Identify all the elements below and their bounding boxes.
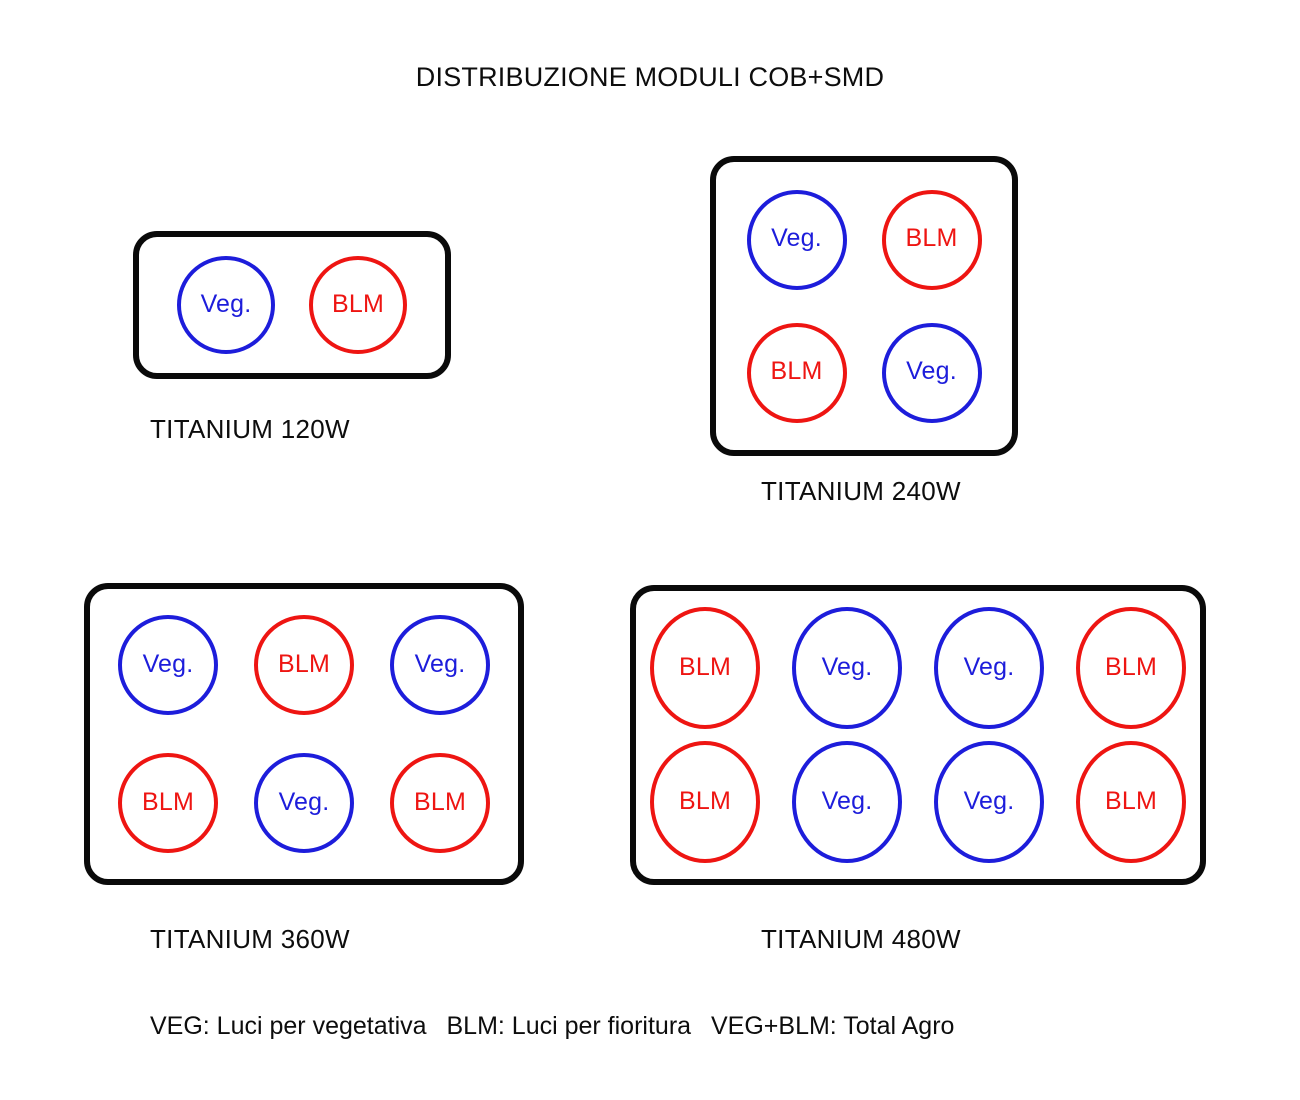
- module-label: BLM: [413, 787, 466, 816]
- module-label: BLM: [331, 289, 384, 318]
- module-blm: BLM: [309, 256, 407, 354]
- fixture-panel-120w: Veg. BLM: [133, 231, 451, 379]
- legend: VEG: Luci per vegetativa BLM: Luci per f…: [150, 1012, 954, 1041]
- legend-item-total-agro: VEG+BLM: Total Agro: [711, 1012, 955, 1040]
- panel-caption-480w: TITANIUM 480W: [761, 924, 961, 954]
- module-blm: BLM: [1076, 741, 1186, 863]
- module-label: Veg.: [200, 289, 252, 318]
- page-title: DISTRIBUZIONE MODULI COB+SMD: [415, 62, 885, 92]
- module-label: Veg.: [414, 649, 466, 678]
- module-blm: BLM: [1076, 607, 1186, 729]
- module-label: BLM: [1104, 786, 1157, 815]
- module-veg: Veg.: [792, 741, 902, 863]
- module-label: BLM: [905, 224, 958, 252]
- panel-caption-240w: TITANIUM 240W: [761, 476, 961, 506]
- module-label: BLM: [277, 649, 330, 678]
- module-veg: Veg.: [934, 607, 1044, 729]
- module-label: BLM: [678, 786, 731, 815]
- module-label: Veg.: [278, 787, 330, 816]
- module-grid-120w: Veg. BLM: [174, 256, 410, 354]
- module-label: Veg.: [821, 652, 873, 681]
- fixture-panel-360w: Veg. BLM Veg. BLM Veg. BLM: [84, 583, 524, 885]
- module-grid-360w: Veg. BLM Veg. BLM Veg. BLM: [116, 613, 492, 855]
- module-blm: BLM: [118, 753, 218, 853]
- module-veg: Veg.: [792, 607, 902, 729]
- module-blm: BLM: [650, 741, 760, 863]
- module-label: Veg.: [771, 224, 822, 252]
- module-blm: BLM: [746, 322, 847, 423]
- fixture-panel-480w: BLM Veg. Veg. BLM BLM Veg. Veg. BLM: [630, 585, 1206, 885]
- module-veg: Veg.: [177, 256, 275, 354]
- module-veg: Veg.: [254, 753, 354, 853]
- module-veg: Veg.: [118, 615, 218, 715]
- module-label: Veg.: [906, 357, 957, 385]
- module-label: Veg.: [963, 652, 1015, 681]
- module-label: Veg.: [963, 786, 1015, 815]
- fixture-panel-240w: Veg. BLM BLM Veg.: [710, 156, 1018, 456]
- module-label: Veg.: [142, 649, 194, 678]
- module-blm: BLM: [881, 189, 982, 290]
- legend-item-blm: BLM: Luci per fioritura: [446, 1012, 692, 1040]
- module-veg: Veg.: [390, 615, 490, 715]
- module-label: Veg.: [821, 786, 873, 815]
- module-blm: BLM: [650, 607, 760, 729]
- module-veg: Veg.: [746, 189, 847, 290]
- module-veg: Veg.: [881, 322, 982, 423]
- legend-item-veg: VEG: Luci per vegetativa: [150, 1012, 427, 1040]
- module-veg: Veg.: [934, 741, 1044, 863]
- module-label: BLM: [678, 652, 731, 681]
- module-label: BLM: [770, 357, 823, 385]
- module-grid-480w: BLM Veg. Veg. BLM BLM Veg. Veg. BLM: [648, 607, 1188, 863]
- panel-caption-120w: TITANIUM 120W: [150, 414, 350, 444]
- module-label: BLM: [141, 787, 194, 816]
- module-label: BLM: [1104, 652, 1157, 681]
- module-grid-240w: Veg. BLM BLM Veg.: [744, 187, 984, 425]
- panel-caption-360w: TITANIUM 360W: [150, 924, 350, 954]
- module-blm: BLM: [390, 753, 490, 853]
- module-blm: BLM: [254, 615, 354, 715]
